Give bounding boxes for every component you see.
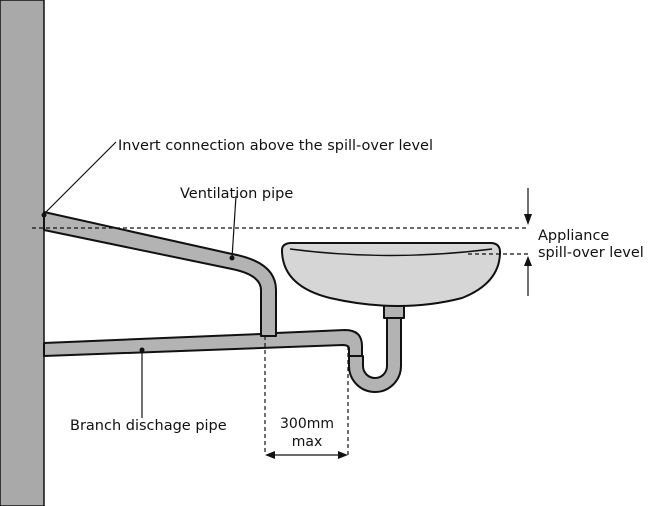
dimension-value-label: 300mm bbox=[280, 416, 334, 432]
up-arrow-icon bbox=[524, 256, 532, 266]
branch-label: Branch dischage pipe bbox=[70, 418, 227, 434]
appliance-label-line1: Appliance bbox=[538, 228, 609, 244]
ventilation-pipe bbox=[43, 211, 277, 337]
ventilation-leader bbox=[231, 195, 237, 259]
branch-discharge-pipe bbox=[43, 329, 363, 357]
trap bbox=[348, 315, 402, 393]
ventilation-label: Ventilation pipe bbox=[180, 186, 293, 202]
right-arrow-icon bbox=[338, 451, 348, 459]
left-arrow-icon bbox=[265, 451, 275, 459]
down-arrow-icon bbox=[524, 214, 532, 225]
wall bbox=[0, 0, 45, 506]
appliance-label-line2: spill-over level bbox=[538, 245, 644, 261]
invert-leader bbox=[43, 141, 117, 215]
basin bbox=[280, 242, 502, 307]
invert-label: Invert connection above the spill-over l… bbox=[118, 138, 433, 154]
basin-rim bbox=[289, 248, 493, 257]
dimension-suffix-label: max bbox=[292, 434, 323, 450]
